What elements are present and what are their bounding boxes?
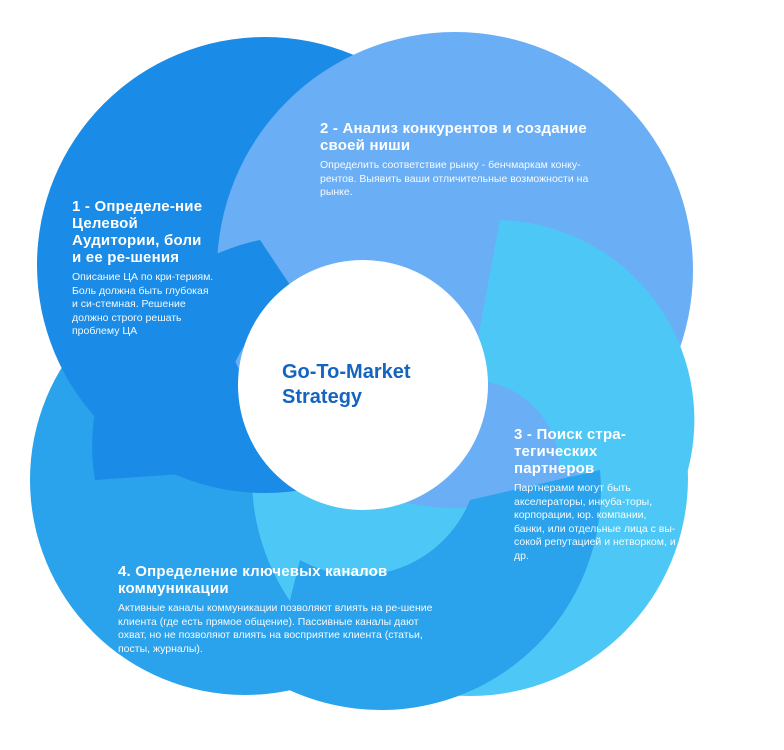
segment-3-title: 3 - Поиск стра-тегических партнеров: [514, 426, 627, 477]
segment-1-overlap: [92, 240, 300, 480]
segment-2-description: Определить соответствие рынку - бенчмарк…: [320, 159, 589, 198]
segment-3-description: Партнерами могут быть акселераторы, инку…: [514, 482, 676, 562]
segment-2-text: 2 - Анализ конкурентов и создание своей …: [320, 120, 610, 200]
center-title-line2: Strategy: [282, 386, 363, 408]
segment-1-text: 1 - Определе-ние Целевой Аудитории, боли…: [72, 198, 214, 339]
center-title-line1: Go-To-Market: [282, 361, 411, 383]
segment-4-text: 4. Определение ключевых каналов коммуник…: [118, 563, 438, 656]
center-title: Go-To-Market Strategy: [282, 360, 462, 410]
segment-1-description: Описание ЦА по кри-териям. Боль должна б…: [72, 271, 214, 337]
segment-4-overlap: [270, 470, 601, 711]
segment-4-description: Активные каналы коммуникации позволяют в…: [118, 602, 433, 655]
center-circle: [238, 260, 488, 510]
segment-4-title: 4. Определение ключевых каналов коммуник…: [118, 563, 388, 597]
segment-3-text: 3 - Поиск стра-тегических партнеров Парт…: [514, 426, 676, 563]
segment-1-title: 1 - Определе-ние Целевой Аудитории, боли…: [72, 198, 203, 266]
segment-2-title: 2 - Анализ конкурентов и создание своей …: [320, 120, 587, 154]
segment-3-overlap: [470, 220, 695, 470]
